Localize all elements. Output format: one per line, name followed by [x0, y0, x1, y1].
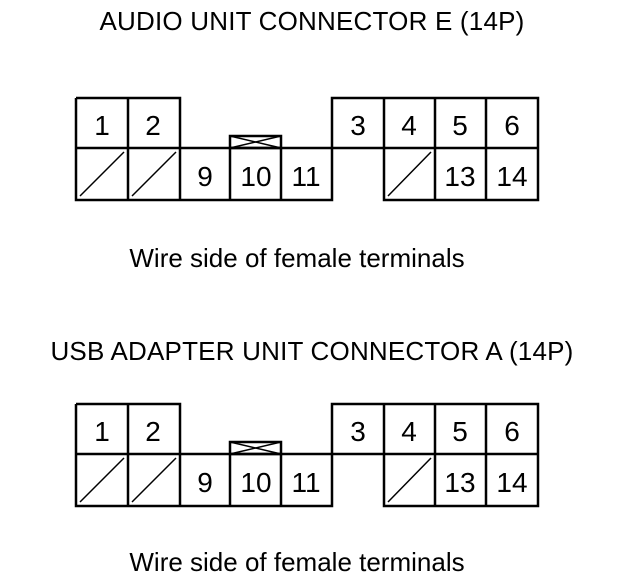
connector-a-caption: Wire side of female terminals: [129, 547, 465, 577]
pin-11: 11: [291, 161, 320, 192]
pin-9: 9: [197, 467, 213, 498]
pin-6: 6: [504, 110, 520, 141]
connector-e-outline: [74, 96, 540, 202]
pin-6: 6: [504, 416, 520, 447]
pin-5: 5: [452, 110, 468, 141]
pin-14: 14: [496, 161, 527, 192]
pin-3: 3: [350, 110, 366, 141]
pin-14: 14: [496, 467, 527, 498]
pin-4: 4: [401, 110, 417, 141]
pin-1: 1: [94, 416, 110, 447]
pin-13: 13: [444, 161, 475, 192]
connector-a-diagram: 1 2 3 4 5 6 9 10 11 13 14: [74, 402, 540, 508]
pin-3: 3: [350, 416, 366, 447]
pin-11: 11: [291, 467, 320, 498]
connector-e-caption: Wire side of female terminals: [129, 243, 465, 273]
connector-a-title: USB ADAPTER UNIT CONNECTOR A (14P): [50, 336, 574, 366]
pin-4: 4: [401, 416, 417, 447]
connector-e-diagram: 1 2 3 4 5 6 9 10 11 13 14: [74, 96, 540, 202]
connector-e-title: AUDIO UNIT CONNECTOR E (14P): [99, 6, 525, 36]
pin-9: 9: [197, 161, 213, 192]
pin-10: 10: [240, 161, 271, 192]
connector-a-outline: [74, 402, 540, 508]
pin-1: 1: [94, 110, 110, 141]
pin-5: 5: [452, 416, 468, 447]
pin-10: 10: [240, 467, 271, 498]
pin-13: 13: [444, 467, 475, 498]
pin-2: 2: [145, 416, 161, 447]
pin-2: 2: [145, 110, 161, 141]
